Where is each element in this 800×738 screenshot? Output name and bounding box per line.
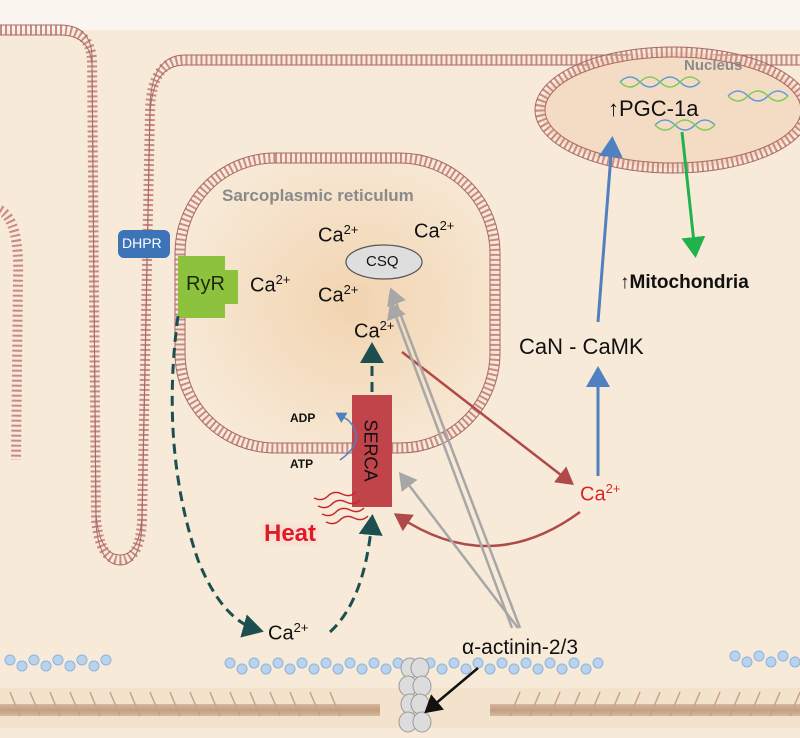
dhpr-label: DHPR xyxy=(122,235,162,251)
actinin-to-csq-arrow xyxy=(387,287,522,629)
ca-ion-cytosol-red: Ca2+ xyxy=(580,481,621,506)
ca-ion-sr-3: Ca2+ xyxy=(318,282,359,307)
dhpr-channel xyxy=(118,230,170,258)
serca-pump xyxy=(352,395,392,507)
atp-adp-arrow xyxy=(335,412,357,461)
pgc-to-mito-arrow xyxy=(680,131,706,258)
heat-label: Heat xyxy=(264,520,317,547)
can-to-pgc-arrow xyxy=(596,136,623,323)
sr-label: Sarcoplasmic reticulum xyxy=(222,186,414,205)
left-membrane xyxy=(0,205,24,461)
mitochondria-label: ↑Mitochondria xyxy=(620,272,749,293)
ryr-release-arrow xyxy=(170,315,264,638)
dna-strand-2 xyxy=(654,119,716,131)
can-camk-label: CaN - CaMK xyxy=(519,334,644,359)
actinin-to-zdisc-arrow xyxy=(424,667,479,714)
sarcolemma-membrane xyxy=(0,25,800,566)
adp-label: ADP xyxy=(290,411,316,425)
actinin-to-serca-arrow xyxy=(398,472,519,629)
serca-label: SERCA xyxy=(360,419,381,482)
ca-ion-cytosol-dashed: Ca2+ xyxy=(268,620,309,645)
ryr-channel xyxy=(178,256,238,318)
pgc-label: ↑PGC-1a xyxy=(608,96,699,121)
actinin-to-ca-arrow xyxy=(386,301,514,629)
actinin-label: α-actinin-2/3 xyxy=(462,636,579,659)
csq-label: CSQ xyxy=(366,253,399,270)
top-band xyxy=(0,0,800,30)
serca-uptake-arrow xyxy=(328,514,383,634)
atp-label: ATP xyxy=(290,457,314,471)
dna-strand-1 xyxy=(619,76,701,88)
ca-ion-sr-2: Ca2+ xyxy=(414,218,455,243)
ca-ion-sr-4: Ca2+ xyxy=(354,318,395,343)
dna-strand-3 xyxy=(727,90,789,102)
nucleus-label: Nucleus xyxy=(684,57,743,74)
ca-to-serca-arrow xyxy=(393,510,581,548)
csq-protein xyxy=(345,244,423,280)
sr-leak-arrow xyxy=(401,351,574,486)
ca-ion-sr-1: Ca2+ xyxy=(318,222,359,247)
ca-ion-ryr: Ca2+ xyxy=(250,272,291,297)
ryr-label: RyR xyxy=(186,273,225,295)
